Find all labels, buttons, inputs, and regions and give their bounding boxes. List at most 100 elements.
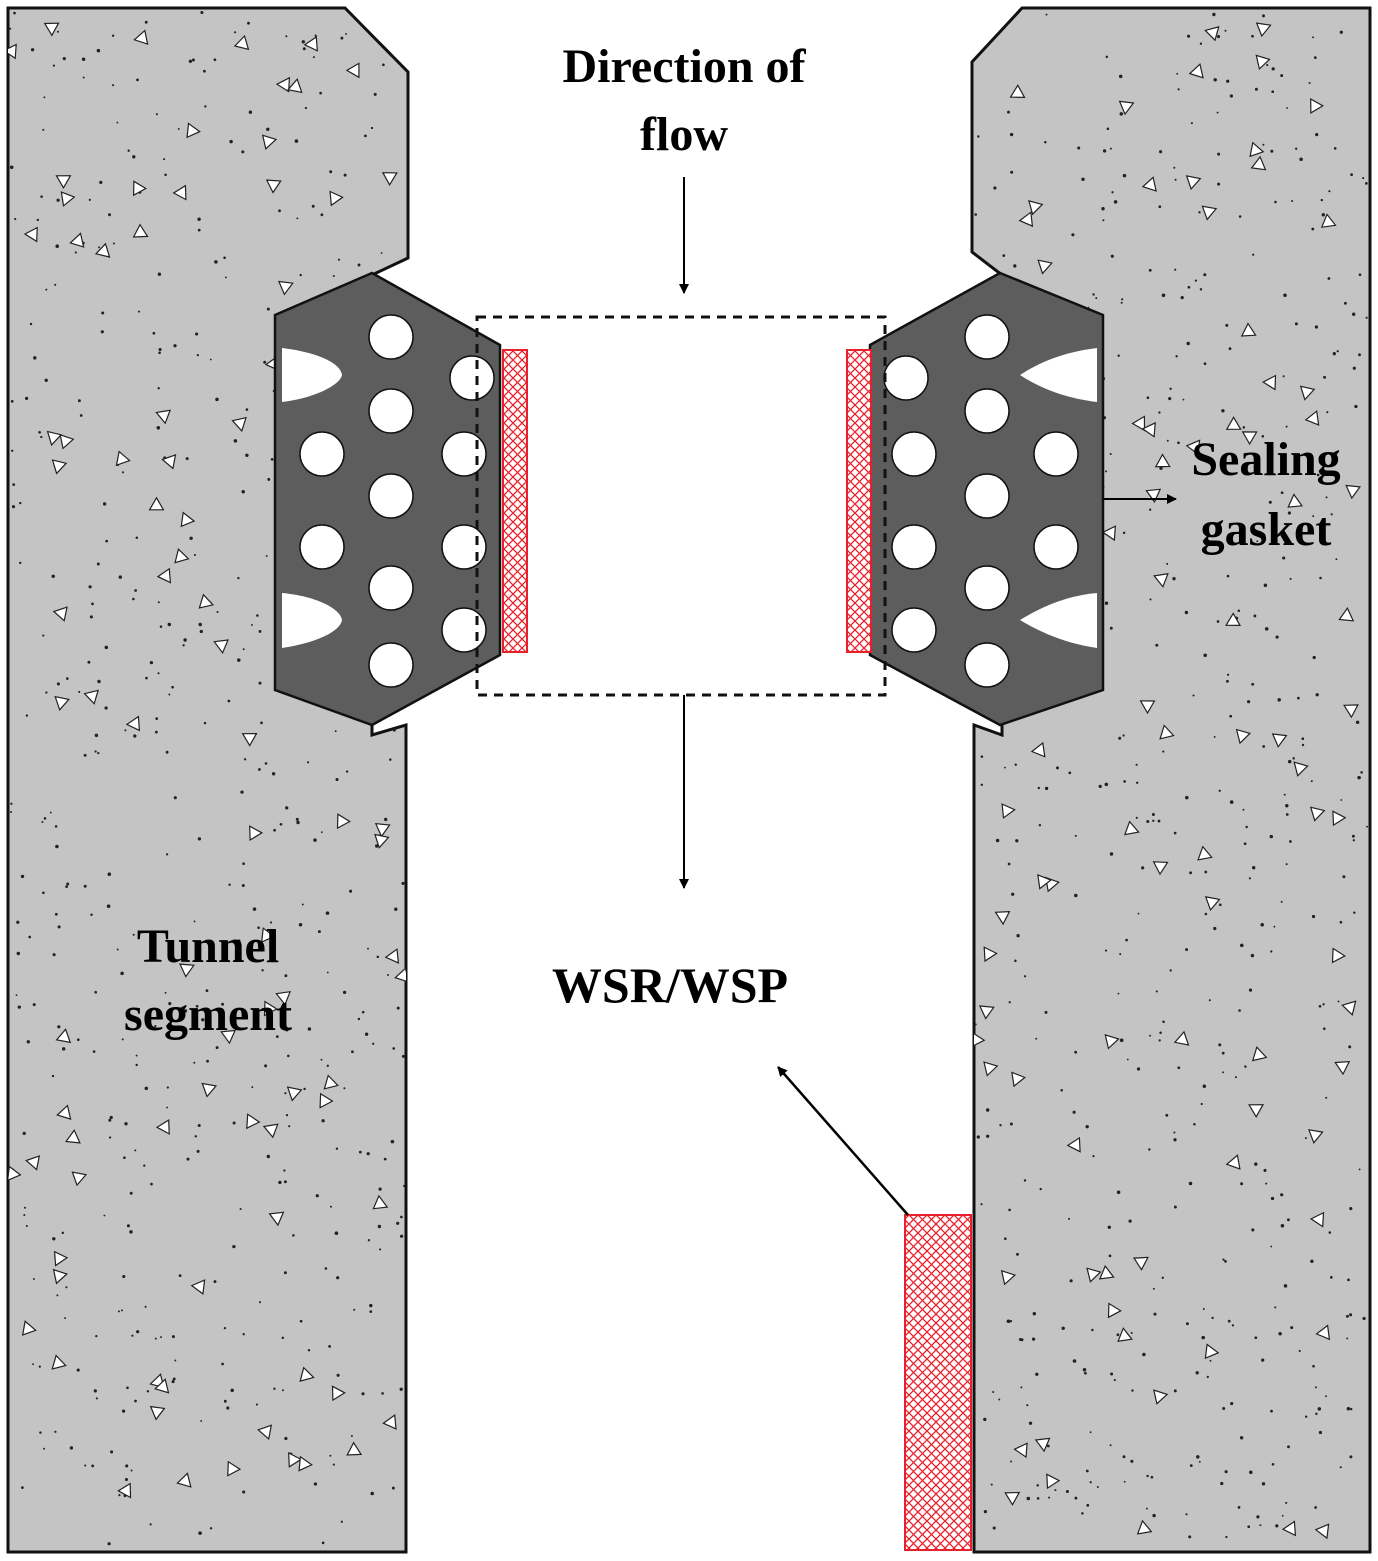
concrete-speck bbox=[186, 1157, 190, 1161]
concrete-speck bbox=[1128, 1219, 1132, 1223]
aggregate-triangle bbox=[1204, 26, 1220, 42]
concrete-speck bbox=[374, 844, 379, 848]
detail-dashed-box bbox=[475, 315, 887, 697]
concrete-speck bbox=[345, 32, 348, 35]
concrete-speck bbox=[1161, 293, 1166, 298]
concrete-speck bbox=[983, 1417, 987, 1422]
concrete-speck bbox=[108, 1118, 112, 1122]
concrete-speck bbox=[307, 1027, 312, 1031]
concrete-speck bbox=[226, 1406, 230, 1410]
gasket-hole bbox=[299, 431, 345, 477]
concrete-speck bbox=[980, 755, 984, 758]
concrete-speck bbox=[42, 634, 45, 637]
concrete-speck bbox=[1037, 786, 1040, 790]
concrete-speck bbox=[1107, 1225, 1111, 1229]
concrete-speck bbox=[17, 1005, 21, 1009]
concrete-speck bbox=[1002, 254, 1006, 257]
concrete-speck bbox=[199, 1531, 202, 1535]
concrete-speck bbox=[234, 31, 237, 34]
concrete-speck bbox=[107, 872, 112, 876]
concrete-speck bbox=[1365, 182, 1368, 185]
concrete-speck bbox=[15, 994, 18, 997]
concrete-speck bbox=[1335, 558, 1338, 561]
gasket-hole bbox=[441, 431, 487, 477]
aggregate-triangle bbox=[1098, 1264, 1115, 1280]
concrete-speck bbox=[10, 811, 13, 813]
concrete-speck bbox=[326, 1064, 329, 1067]
concrete-speck bbox=[91, 1464, 95, 1468]
concrete-speck bbox=[164, 173, 167, 177]
aggregate-triangle bbox=[257, 1424, 273, 1441]
concrete-speck bbox=[1323, 1027, 1326, 1030]
concrete-speck bbox=[1315, 133, 1319, 137]
concrete-speck bbox=[1015, 839, 1019, 843]
concrete-speck bbox=[1229, 800, 1234, 804]
concrete-speck bbox=[1283, 793, 1286, 796]
concrete-speck bbox=[116, 121, 119, 124]
concrete-speck bbox=[1159, 1031, 1162, 1035]
concrete-speck bbox=[1104, 601, 1109, 605]
concrete-speck bbox=[1226, 574, 1230, 578]
concrete-speck bbox=[1314, 1386, 1317, 1389]
aggregate-triangle bbox=[1141, 176, 1157, 192]
concrete-speck bbox=[399, 1234, 404, 1238]
concrete-speck bbox=[345, 770, 349, 773]
concrete-speck bbox=[1295, 147, 1298, 150]
aggregate-triangle bbox=[1046, 1473, 1061, 1490]
concrete-speck bbox=[13, 11, 16, 15]
concrete-speck bbox=[1229, 94, 1233, 98]
concrete-speck bbox=[1180, 295, 1184, 300]
aggregate-triangle bbox=[1028, 200, 1044, 216]
concrete-speck bbox=[55, 844, 59, 849]
concrete-speck bbox=[195, 332, 199, 336]
concrete-speck bbox=[299, 1319, 303, 1323]
concrete-speck bbox=[1336, 350, 1339, 353]
concrete-speck bbox=[369, 1303, 373, 1308]
concrete-speck bbox=[206, 1059, 209, 1063]
concrete-speck bbox=[1149, 508, 1152, 511]
concrete-speck bbox=[76, 1368, 80, 1372]
aggregate-triangle bbox=[8, 43, 17, 60]
concrete-speck bbox=[19, 561, 22, 565]
aggregate-triangle bbox=[65, 1129, 81, 1144]
concrete-speck bbox=[1175, 355, 1178, 358]
concrete-speck bbox=[292, 1234, 295, 1237]
concrete-speck bbox=[1209, 1359, 1212, 1362]
concrete-speck bbox=[1102, 219, 1105, 222]
concrete-speck bbox=[314, 34, 317, 37]
aggregate-triangle bbox=[1030, 741, 1046, 758]
concrete-speck bbox=[1213, 926, 1217, 931]
concrete-speck bbox=[1256, 540, 1259, 543]
concrete-speck bbox=[135, 1054, 138, 1057]
concrete-speck bbox=[150, 1182, 153, 1186]
aggregate-triangle bbox=[1314, 1523, 1330, 1540]
concrete-speck bbox=[1262, 745, 1266, 748]
concrete-speck bbox=[302, 47, 306, 51]
concrete-speck bbox=[392, 1047, 396, 1050]
concrete-speck bbox=[1061, 1326, 1065, 1331]
concrete-speck bbox=[1074, 893, 1078, 898]
concrete-speck bbox=[65, 885, 68, 888]
aggregate-triangle bbox=[1310, 97, 1324, 114]
concrete-speck bbox=[74, 251, 77, 254]
aggregate-triangle bbox=[94, 242, 111, 258]
concrete-speck bbox=[94, 990, 98, 994]
concrete-speck bbox=[1321, 213, 1325, 217]
concrete-speck bbox=[1339, 30, 1343, 34]
concrete-speck bbox=[56, 682, 60, 686]
concrete-speck bbox=[197, 1124, 201, 1127]
aggregate-triangle bbox=[1037, 259, 1053, 275]
aggregate-triangle bbox=[1204, 1343, 1220, 1360]
concrete-speck bbox=[329, 170, 333, 174]
concrete-speck bbox=[1339, 1466, 1342, 1469]
aggregate-triangle bbox=[263, 1000, 278, 1017]
concrete-speck bbox=[111, 34, 115, 37]
concrete-speck bbox=[245, 408, 249, 411]
concrete-speck bbox=[11, 449, 14, 452]
concrete-speck bbox=[281, 1336, 285, 1340]
concrete-speck bbox=[1054, 1489, 1057, 1492]
concrete-speck bbox=[267, 477, 271, 481]
aggregate-triangle bbox=[186, 122, 201, 139]
concrete-speck bbox=[197, 228, 201, 232]
concrete-speck bbox=[1172, 577, 1176, 581]
